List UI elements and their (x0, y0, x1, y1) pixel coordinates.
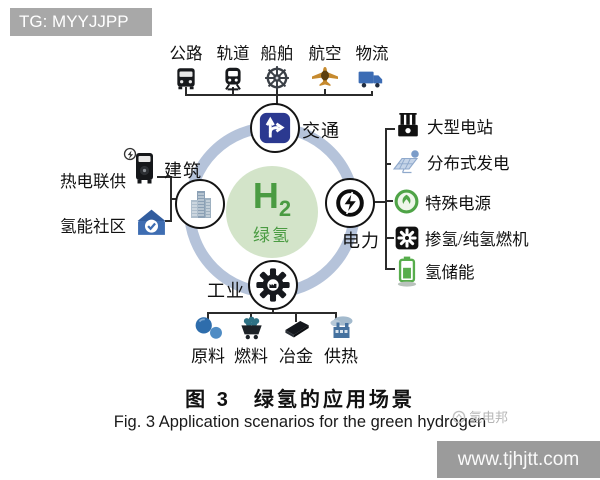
airplane-icon (301, 65, 349, 89)
watermark-brand-text: 氢电邦 (469, 410, 509, 425)
telegram-watermark-banner: TG: MYYJJPP (10, 8, 152, 36)
gear-factory-icon (254, 266, 292, 304)
power-item-label: 大型电站 (427, 118, 493, 137)
power-item-large-station: 大型电站 (394, 111, 493, 141)
transport-item-logistics: 物流 (348, 40, 396, 91)
buildings-icon (182, 186, 218, 222)
train-icon (209, 65, 257, 91)
top-bracket-line (185, 85, 373, 105)
building-item-community-label: 氢能社区 (60, 217, 126, 236)
node-label-building: 建筑 (164, 161, 202, 181)
h2-formula: H2 (252, 174, 292, 222)
traffic-sign-icon (258, 111, 292, 145)
transport-item-ship: 船舶 (253, 40, 301, 91)
green-hydrogen-core: H2 绿氢 (226, 166, 318, 258)
figure-caption-en: Fig. 3 Application scenarios for the gre… (113, 413, 487, 431)
node-label-industry: 工业 (207, 281, 245, 301)
power-item-special: 特殊电源 (393, 188, 491, 215)
battery-icon (394, 255, 420, 287)
ship-wheel-icon (253, 65, 301, 91)
industry-item-label: 冶金 (279, 347, 313, 366)
transport-item-rail: 轨道 (209, 40, 257, 91)
industry-item-feedstock: 原料 (180, 314, 236, 367)
power-item-label: 掺氢/纯氢燃机 (425, 230, 529, 249)
left-bracket-line (157, 176, 178, 222)
transport-item-label: 公路 (169, 44, 203, 63)
node-label-transport: 交通 (302, 121, 340, 141)
transport-item-road: 公路 (162, 40, 210, 91)
truck-icon (348, 65, 396, 91)
power-item-turbine: 掺氢/纯氢燃机 (394, 225, 529, 251)
coal-cart-icon (223, 314, 279, 342)
industry-item-label: 燃料 (234, 347, 268, 366)
transport-item-label: 航空 (308, 44, 342, 63)
industry-item-fuel: 燃料 (223, 314, 279, 367)
industry-item-heating: 供热 (313, 314, 369, 367)
figure-caption-zh: 图 3 绿氢的应用场景 (185, 389, 415, 411)
watermark-logo-icon (452, 410, 466, 424)
bus-icon (162, 65, 210, 91)
power-item-distributed: 分布式发电 (390, 148, 510, 176)
green-ring-icon (393, 188, 420, 215)
power-item-label: 氢储能 (425, 263, 475, 282)
transport-item-label: 物流 (355, 44, 389, 63)
node-transport (250, 103, 300, 153)
watermark-url-banner: www.tjhjtt.com (437, 441, 600, 478)
node-industry (248, 260, 298, 310)
bottom-bracket-line (207, 308, 337, 322)
green-hydrogen-label: 绿氢 (253, 226, 291, 246)
node-building (175, 179, 225, 229)
turbine-fan-icon (394, 225, 420, 251)
industry-item-label: 原料 (191, 347, 225, 366)
node-label-power: 电力 (342, 231, 380, 251)
industry-item-metallurgy: 冶金 (268, 314, 324, 367)
node-power (325, 178, 375, 228)
solar-panel-icon (390, 148, 422, 176)
right-bracket-line (373, 128, 395, 270)
power-item-label: 特殊电源 (425, 193, 491, 213)
transport-item-label: 轨道 (216, 44, 250, 63)
power-item-storage: 氢储能 (394, 255, 475, 287)
building-item-chp-label: 热电联供 (60, 172, 126, 191)
heat-plant-icon (313, 314, 369, 342)
power-plant-icon (394, 111, 422, 141)
power-ring-bolt-icon (333, 186, 367, 220)
watermark-brand: 氢电邦 (452, 407, 508, 426)
transport-item-label: 船舶 (260, 44, 294, 63)
metal-ingot-icon (268, 316, 324, 342)
power-item-label: 分布式发电 (427, 154, 510, 173)
transport-item-aviation: 航空 (301, 40, 349, 89)
spheres-icon (180, 314, 236, 342)
house-check-icon (136, 207, 167, 238)
chp-boiler-icon (118, 146, 160, 188)
industry-item-label: 供热 (324, 347, 358, 366)
